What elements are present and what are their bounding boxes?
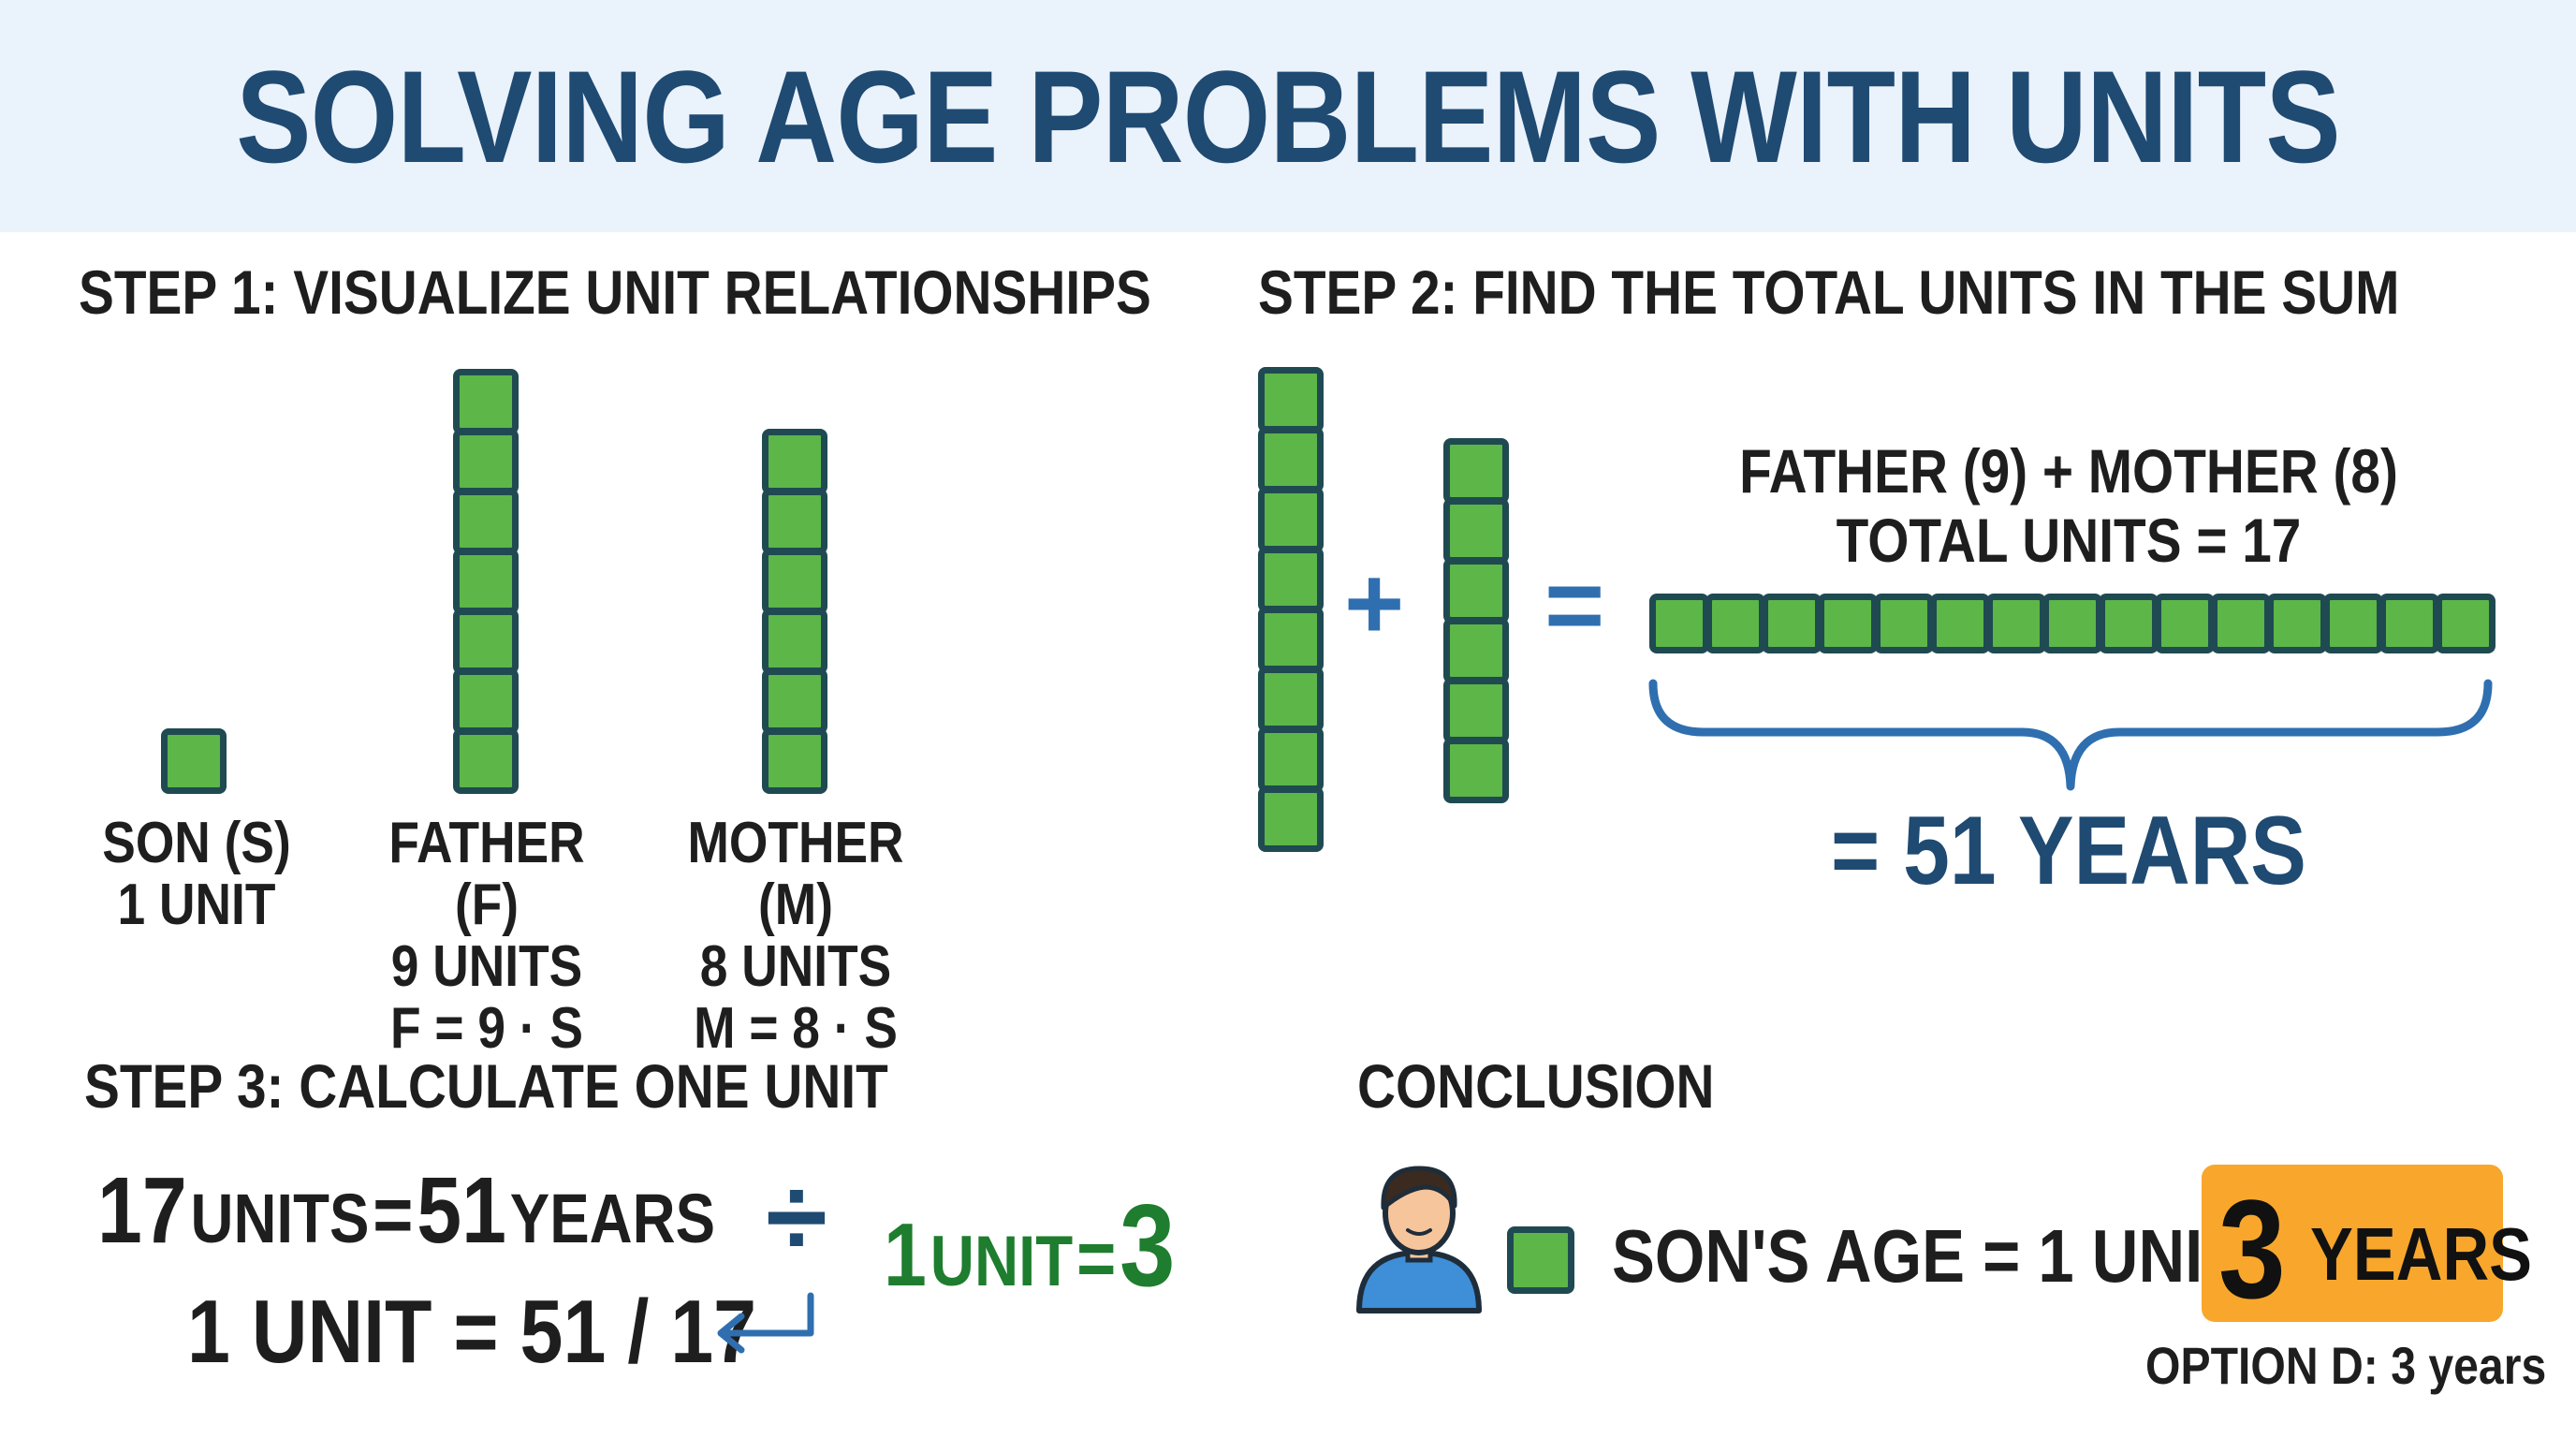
conclusion-statement: SON'S AGE = 1 UNIT = [1612, 1214, 2298, 1298]
mother-label: MOTHER (M) 8 UNITS M = 8 · S [637, 813, 955, 1060]
step2-father-unit-block [1258, 607, 1324, 672]
father-unit-block [453, 609, 519, 674]
curly-brace [1648, 679, 2493, 791]
total-unit-block [2323, 594, 2383, 653]
step2-father-unit-block [1258, 547, 1324, 612]
father-unit-block [453, 429, 519, 494]
return-arrow-icon [717, 1292, 814, 1354]
step2-heading: STEP 2: FIND THE TOTAL UNITS IN THE SUM [1258, 257, 2400, 327]
total-unit-block [1705, 594, 1765, 653]
son-units: 1 UNIT [117, 873, 276, 937]
step2-father-unit-block [1258, 786, 1324, 852]
mother-unit-block [762, 728, 827, 794]
total-unit-block [2436, 594, 2496, 653]
units-word: UNITS [190, 1180, 370, 1257]
son-name: SON (S) [102, 811, 291, 875]
sum-result: = 51 YEARS [1831, 797, 2306, 905]
son-label: SON (S) 1 UNIT [56, 813, 337, 936]
total-unit-block [1818, 594, 1878, 653]
unit-result-one: 1 [884, 1205, 927, 1305]
father-unit-block [453, 549, 519, 614]
total-unit-block [1649, 594, 1709, 653]
father-formula: F = 9 · S [390, 996, 583, 1061]
father-unit-block [453, 489, 519, 554]
father-unit-block [453, 369, 519, 434]
mother-unit-block [762, 609, 827, 674]
father-label: FATHER (F) 9 UNITS F = 9 · S [337, 813, 637, 1060]
father-unit-block [453, 728, 519, 794]
unit-result: 1 UNIT = 3 [884, 1180, 1175, 1313]
step2-father-unit-block [1258, 726, 1324, 792]
step2-mother-unit-block [1443, 438, 1509, 504]
conclusion-heading: CONCLUSION [1357, 1051, 1715, 1121]
mother-units: 8 UNITS [699, 934, 892, 999]
answer-unit: YEARS [2310, 1212, 2533, 1296]
page-title: SOLVING AGE PROBLEMS WITH UNITS [236, 43, 2340, 190]
step2-father-unit-block [1258, 427, 1324, 492]
sum-result-wrap: = 51 YEARS [1647, 796, 2490, 907]
total-unit-block [2099, 594, 2159, 653]
sum-description: FATHER (9) + MOTHER (8) TOTAL UNITS = 17 [1647, 436, 2490, 575]
equals-sign: = [1544, 548, 1605, 663]
years-word: YEARS [509, 1180, 716, 1257]
mother-name: MOTHER (M) [687, 811, 904, 937]
step2-mother-unit-block [1443, 678, 1509, 743]
father-units: 9 UNITS [390, 934, 583, 999]
mother-formula: M = 8 · S [694, 996, 898, 1061]
unit-result-word: UNIT [929, 1222, 1074, 1301]
equation-line1: 17 UNITS = 51 YEARS [97, 1157, 715, 1265]
total-unit-block [1874, 594, 1934, 653]
total-unit-block [2379, 594, 2439, 653]
total-unit-block [1930, 594, 1990, 653]
son-unit-block [1507, 1226, 1574, 1294]
father-name: FATHER (F) [388, 811, 585, 937]
mother-unit-block [762, 549, 827, 614]
son-unit-block [161, 728, 227, 794]
step2-mother-unit-block [1443, 498, 1509, 564]
total-unit-block [2042, 594, 2102, 653]
mother-unit-block [762, 429, 827, 494]
mother-unit-block [762, 668, 827, 734]
total-unit-block [1986, 594, 2046, 653]
step2-father-unit-block [1258, 667, 1324, 732]
equation-line2: 1 UNIT = 51 / 17 [187, 1282, 757, 1382]
step2-father-unit-block [1258, 367, 1324, 433]
father-unit-block [453, 668, 519, 734]
step2-father-unit-block [1258, 487, 1324, 552]
step2-mother-unit-block [1443, 618, 1509, 683]
total-unit-block [2211, 594, 2271, 653]
step2-mother-unit-block [1443, 738, 1509, 803]
sum-line1: FATHER (9) + MOTHER (8) [1739, 436, 2398, 506]
units-count: 17 [97, 1158, 187, 1263]
answer-box: 3 YEARS [2202, 1165, 2532, 1328]
equation-equals: = [373, 1170, 414, 1260]
unit-result-value: 3 [1120, 1181, 1176, 1311]
years-count: 51 [417, 1158, 506, 1263]
step2-mother-unit-block [1443, 558, 1509, 624]
step3-heading: STEP 3: CALCULATE ONE UNIT [84, 1051, 888, 1121]
step1-heading: STEP 1: VISUALIZE UNIT RELATIONSHIPS [79, 257, 1151, 327]
son-avatar-icon [1356, 1166, 1482, 1313]
sum-line2: TOTAL UNITS = 17 [1836, 506, 2302, 575]
answer-number: 3 [2218, 1170, 2286, 1328]
plus-sign: + [1344, 546, 1405, 661]
total-unit-block [1762, 594, 1822, 653]
divide-icon: ÷ [766, 1154, 827, 1280]
title-band [0, 0, 2576, 232]
unit-result-equals: = [1076, 1214, 1117, 1302]
answer-option: OPTION D: 3 years [2145, 1336, 2547, 1395]
total-unit-block [2155, 594, 2215, 653]
total-unit-block [2267, 594, 2327, 653]
mother-unit-block [762, 489, 827, 554]
